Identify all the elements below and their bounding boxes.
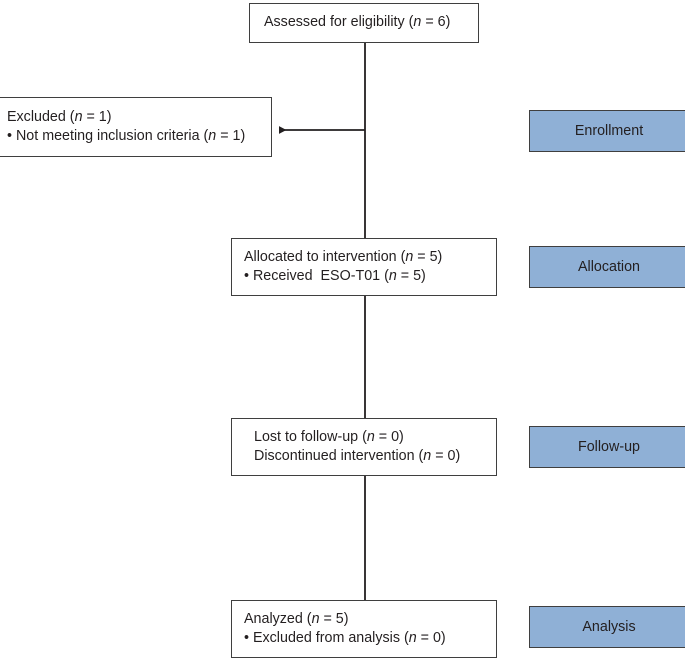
stage-tag-enrollment: Enrollment bbox=[529, 110, 685, 152]
assessed-line-1: Assessed for eligibility (n = 6) bbox=[264, 14, 451, 31]
stage-tag-allocation: Allocation bbox=[529, 246, 685, 288]
stage-tag-analysis-label: Analysis bbox=[582, 619, 636, 635]
analyzed-line-1: Analyzed (n = 5) bbox=[244, 610, 349, 627]
allocated-line-1: Allocated to intervention (n = 5) bbox=[244, 248, 443, 265]
stage-tag-allocation-label: Allocation bbox=[578, 259, 640, 275]
box-allocated-to-intervention: Allocated to intervention (n = 5) • Rece… bbox=[231, 238, 497, 296]
excluded-line-1: Excluded (n = 1) bbox=[7, 108, 112, 125]
box-follow-up: Lost to follow-up (n = 0) Discontinued i… bbox=[231, 418, 497, 476]
analyzed-line-2: • Excluded from analysis (n = 0) bbox=[244, 630, 446, 646]
stage-tag-follow-up: Follow-up bbox=[529, 426, 685, 468]
followup-line-1: Lost to follow-up (n = 0) bbox=[254, 428, 404, 445]
excluded-line-2: • Not meeting inclusion criteria (n = 1) bbox=[7, 128, 246, 144]
box-excluded: Excluded (n = 1) • Not meeting inclusion… bbox=[0, 97, 272, 157]
followup-line-2: Discontinued intervention (n = 0) bbox=[254, 448, 461, 464]
allocated-line-2: • Received ESO-T01 (n = 5) bbox=[244, 268, 426, 284]
box-analyzed: Analyzed (n = 5) • Excluded from analysi… bbox=[231, 600, 497, 658]
stage-tag-enrollment-label: Enrollment bbox=[574, 123, 644, 139]
box-assessed-for-eligibility: Assessed for eligibility (n = 6) bbox=[249, 3, 479, 43]
stage-tag-analysis: Analysis bbox=[529, 606, 685, 648]
stage-tag-follow-up-label: Follow-up bbox=[578, 439, 640, 455]
